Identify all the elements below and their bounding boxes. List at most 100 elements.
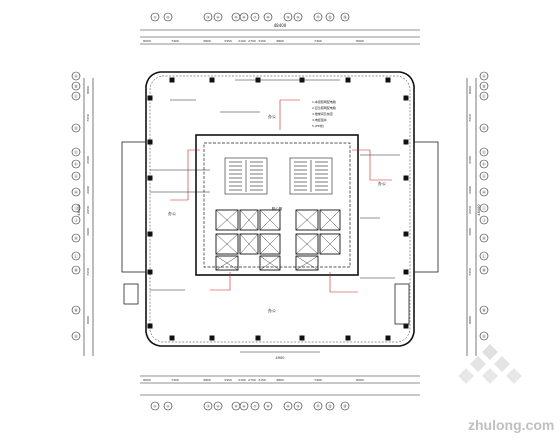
column xyxy=(403,323,409,329)
grid-bubble-left-label: Ⓘ xyxy=(74,205,78,210)
grid-bubble-left xyxy=(71,91,81,101)
building-outline xyxy=(145,71,415,347)
grid-bubble-right xyxy=(479,251,489,261)
grid-bubble-bottom-label: ⑩ xyxy=(296,405,299,409)
side-dimension-lines xyxy=(83,78,477,356)
grid-bubble-right xyxy=(479,81,489,91)
grid-bubble-right-label: Ⓗ xyxy=(482,189,486,194)
curtain-wall xyxy=(149,75,411,343)
grid-bubble-right xyxy=(479,215,489,225)
side-dimension-text-left: 2650 xyxy=(86,206,90,214)
grid-bubble-left xyxy=(71,147,81,157)
grid-bubble-right xyxy=(479,159,489,169)
grid-bubble-top-label: ⑩ xyxy=(296,16,299,20)
annotation-leaders xyxy=(150,79,400,291)
grid-bubble-right-label: Ⓔ xyxy=(482,149,486,154)
grid-bubble-top xyxy=(250,12,260,22)
shaft-diagonal xyxy=(259,255,281,271)
side-dimension-text-right: 8000 xyxy=(468,86,472,94)
grid-bubble-bottom xyxy=(325,401,335,411)
grid-bubble-top xyxy=(340,12,350,22)
top-dimension-text: 8000 xyxy=(356,39,364,43)
bottom-dimension-text: 8000 xyxy=(143,378,151,382)
watermark-logo xyxy=(458,344,522,384)
grid-bubble-right-label: Ⓓ xyxy=(482,125,486,130)
side-dimension-text-left: 4500 xyxy=(86,156,90,164)
elevator-shaft xyxy=(215,255,239,271)
column xyxy=(345,335,351,341)
grid-bubble-top xyxy=(239,12,249,22)
shaft-diagonal xyxy=(239,233,259,255)
column xyxy=(147,175,153,181)
grid-bubble-bottom-label: ⑪ xyxy=(316,404,320,409)
bottom-dimension-text: 4800 xyxy=(203,378,211,382)
grid-bubble-bottom xyxy=(163,401,173,411)
side-dimension-text-left: 3600 xyxy=(86,228,90,236)
grid-bubble-top-label: ⑨ xyxy=(286,16,289,20)
column xyxy=(147,269,153,275)
grid-bubble-bottom-label: ⑤ xyxy=(234,405,237,409)
grid-bubble-left-label: Ⓐ xyxy=(74,73,78,78)
column xyxy=(209,335,215,341)
elevator-shaft xyxy=(295,209,319,231)
grid-bubble-bottom-label: ④ xyxy=(216,405,219,409)
grid-bubble-right-label: Ⓚ xyxy=(482,235,486,240)
bottom-dimension-text: 2700 xyxy=(248,378,256,382)
shaft-diagonal xyxy=(319,209,341,231)
side-dimension-text-left: 7450 xyxy=(86,268,90,276)
elevator-shafts xyxy=(215,209,341,271)
grid-bubble-right xyxy=(479,171,489,181)
top-dimension-text: 2700 xyxy=(248,39,256,43)
bottom-dimension-text: 8000 xyxy=(356,378,364,382)
grid-bubble-left xyxy=(71,215,81,225)
watermark-text: zhulong.com xyxy=(468,417,554,433)
side-dimension-text-right: 7450 xyxy=(468,268,472,276)
grid-bubble-bottom-label: ① xyxy=(153,405,156,409)
overall-dimension-left: 48400 xyxy=(77,204,81,215)
grid-bubble-top-label: ② xyxy=(166,16,169,20)
grid-bubble-right xyxy=(479,71,489,81)
grid-bubble-right-label: Ⓞ xyxy=(482,333,486,338)
grid-bubble-left-label: Ⓛ xyxy=(74,253,78,258)
grid-bubble-right-label: Ⓜ xyxy=(482,267,486,272)
grid-bubble-right-label: Ⓕ xyxy=(482,161,486,166)
notes-block: 1.本层照明配电箱 2.应急照明配电箱 3.楼梯间及前室 4.电缆竖井 5.(P… xyxy=(312,99,336,128)
grid-bubble-right xyxy=(479,233,489,243)
grid-bubble-top xyxy=(213,12,223,22)
grid-bubble-bottom xyxy=(239,401,249,411)
column xyxy=(169,77,175,83)
column xyxy=(403,231,409,237)
grid-bubble-right xyxy=(479,203,489,213)
room-label-east: 办公 xyxy=(378,180,386,186)
elevator-shaft xyxy=(295,255,319,271)
shaft-diagonal xyxy=(295,209,319,231)
bottom-dimension-text: 7400 xyxy=(314,378,322,382)
side-dimension-text-right: 3600 xyxy=(468,228,472,236)
shaft-diagonal xyxy=(319,233,341,255)
elevator-shaft xyxy=(239,233,259,255)
grid-bubble-top xyxy=(293,12,303,22)
side-bays xyxy=(121,141,439,325)
side-dimension-text-right: 2600 xyxy=(468,186,472,194)
column xyxy=(147,95,153,101)
grid-bubble-right-label: Ⓒ xyxy=(482,93,486,98)
bottom-dimension-lines xyxy=(140,375,420,396)
grid-bubble-left-label: Ⓒ xyxy=(74,93,78,98)
grid-bubble-left xyxy=(71,171,81,181)
grid-bubble-bottom xyxy=(293,401,303,411)
top-dimension-text: 7400 xyxy=(314,39,322,43)
column xyxy=(209,77,215,83)
grid-bubble-left-label: Ⓔ xyxy=(74,149,78,154)
grid-bubble-top xyxy=(163,12,173,22)
grid-bubble-right-label: Ⓙ xyxy=(482,217,486,222)
shaft-diagonal xyxy=(295,255,319,271)
top-dimension-text: 3450 xyxy=(224,39,232,43)
grid-bubble-right-label: Ⓐ xyxy=(482,73,486,78)
core-dimension: 4900 xyxy=(276,356,285,360)
column xyxy=(403,139,409,145)
grid-bubble-bottom-label: ⑧ xyxy=(266,405,270,409)
grid-bubble-bottom-label: ⑦ xyxy=(253,405,256,409)
